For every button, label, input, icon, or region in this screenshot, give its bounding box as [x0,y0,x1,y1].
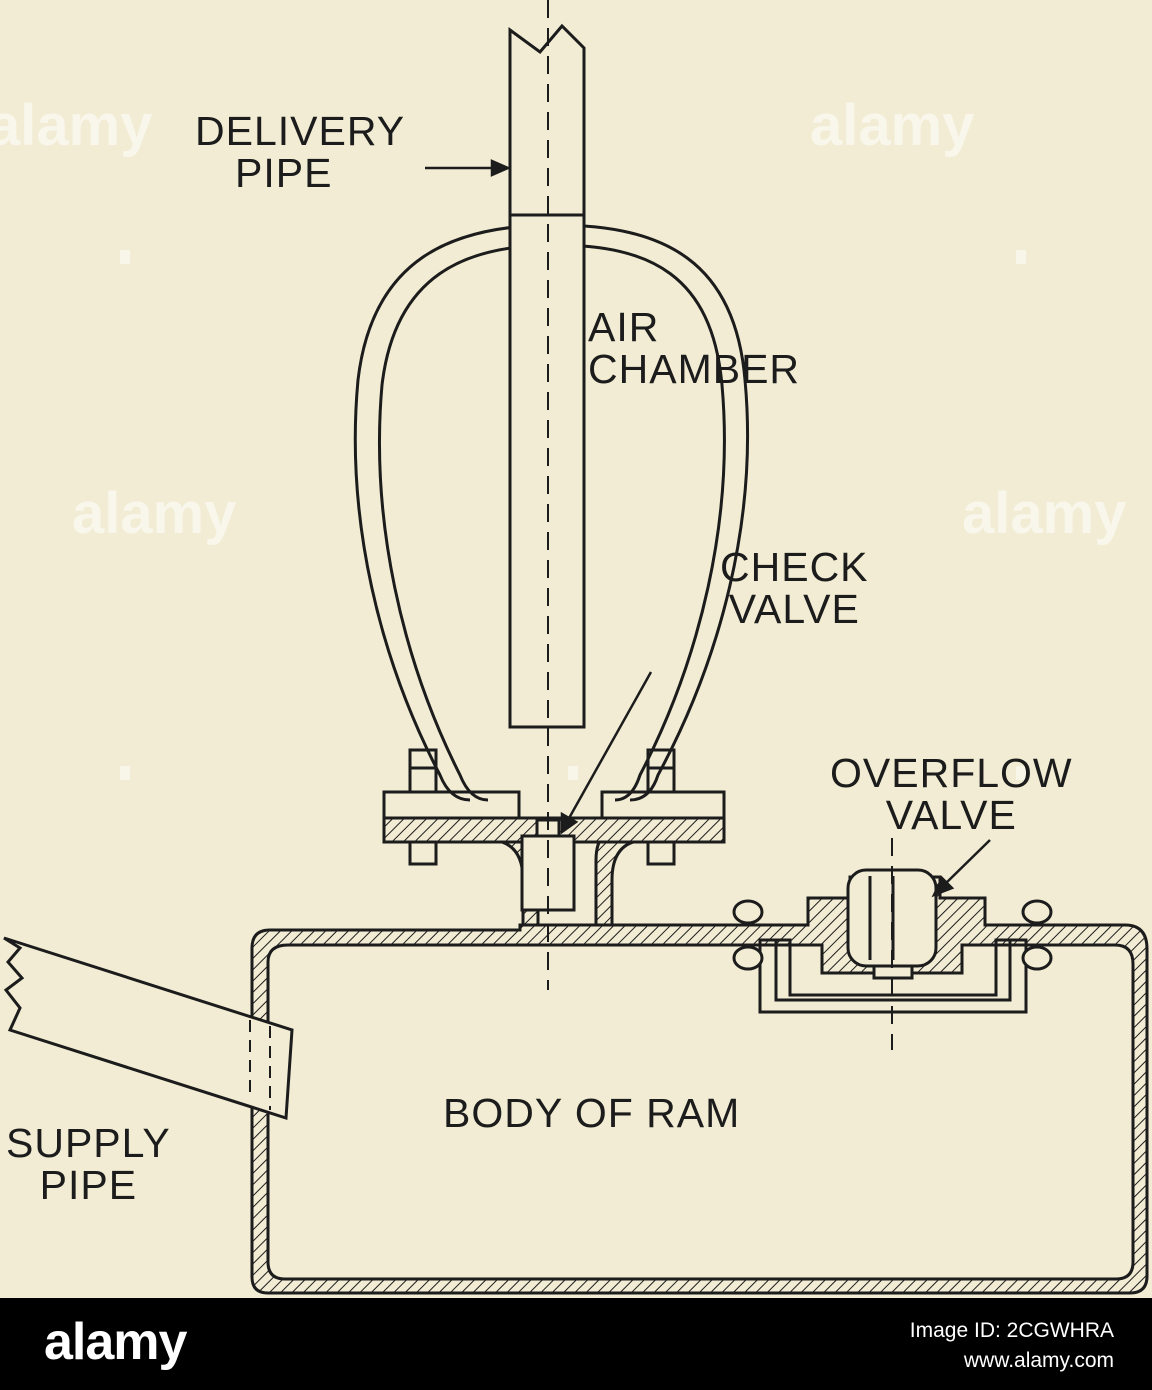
flange-plate-left [382,790,521,820]
leader-arrows [425,159,991,898]
supply-pipe-shape [3,936,294,1121]
overflow-passage [758,938,1028,1014]
flange-plate-right [600,790,726,820]
site-url[interactable]: www.alamy.com [963,1349,1114,1372]
flange-bolts [408,748,1053,971]
label-body-of-ram: BODY OF RAM [443,1090,741,1136]
footer-bar: alamy Image ID: 2CGWHRA www.alamy.com [0,1298,1152,1390]
watermark-left: alamy [72,481,237,546]
watermark-top-right: alamy [810,93,975,158]
watermark-top-left: alamy [0,93,153,158]
image-id: Image ID: 2CGWHRA [909,1319,1114,1342]
diagram-drawing [3,0,1149,1295]
delivery-pipe-inside [508,213,586,729]
ram-body-shell [250,875,1149,1295]
watermark-right: alamy [962,481,1127,546]
footer-meta: Image ID: 2CGWHRA www.alamy.com [910,1316,1114,1376]
alamy-logo[interactable]: alamy [44,1313,187,1371]
